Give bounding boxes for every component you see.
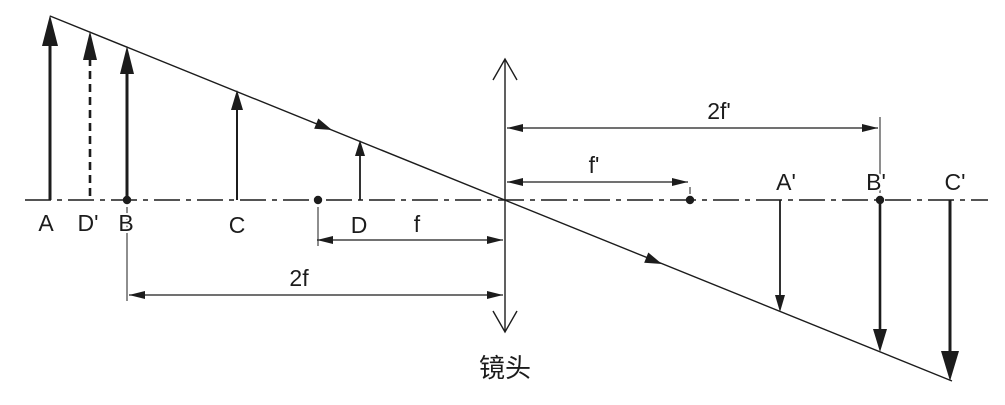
dimension-f-prime: f' [507, 150, 688, 186]
dimension-2f: 2f [129, 263, 503, 299]
arrowhead-icon [941, 351, 959, 381]
object-arrow-b [120, 46, 134, 200]
object-label-c: C [229, 212, 246, 238]
dimension-arrowhead-icon [672, 178, 688, 186]
image-label-b-prime: B' [866, 169, 886, 195]
lens-bottom-arrowhead-icon [492, 310, 518, 334]
axis-dot-front-focus [313, 195, 323, 205]
object-arrow-c [231, 90, 243, 200]
dimension-label-2f: 2f [289, 265, 309, 291]
dimension-label-f: f [414, 211, 421, 237]
lens-top-arrowhead-icon [492, 57, 518, 81]
dimension-arrowhead-icon [507, 124, 523, 132]
dimension-arrowhead-icon [487, 291, 503, 299]
object-label-a: A [38, 210, 54, 236]
image-arrow-a-prime [775, 200, 785, 312]
dimension-arrowhead-icon [507, 178, 523, 186]
image-label-c-prime: C' [944, 169, 965, 195]
image-arrow-b-prime [873, 200, 887, 352]
image-label-a-prime: A' [776, 169, 796, 195]
arrowhead-icon [83, 31, 97, 60]
ray-arrowhead-icon [314, 118, 332, 130]
arrowhead-icon [873, 329, 887, 352]
object-arrow-a [42, 15, 58, 200]
dimension-arrowhead-icon [317, 236, 333, 244]
object-label-d-prime: D' [77, 210, 98, 236]
object-arrow-d [355, 140, 365, 200]
ray-arrowhead-icon [644, 252, 662, 264]
arrowhead-icon [120, 46, 134, 74]
arrowhead-icon [42, 15, 58, 46]
arrowhead-icon [355, 140, 365, 156]
ray-line [49, 15, 953, 382]
arrowhead-icon [231, 90, 243, 110]
dimension-label-f-prime: f' [589, 152, 600, 178]
dimension-arrowhead-icon [487, 236, 503, 244]
dimension-label-2f-prime: 2f' [707, 98, 731, 124]
axis-dot-b [122, 195, 132, 205]
object-label-d: D [351, 212, 368, 238]
dimension-f: f [317, 209, 503, 244]
axis-dot-back-focus [685, 195, 695, 205]
object-arrow-d-prime [83, 31, 97, 200]
lens [492, 57, 518, 334]
dimension-2f-prime: 2f' [507, 96, 878, 132]
dimension-arrowhead-icon [129, 291, 145, 299]
dimension-arrowhead-icon [862, 124, 878, 132]
object-label-b: B [118, 210, 133, 236]
arrowhead-icon [775, 295, 785, 312]
axis-dot-b-prime [875, 195, 885, 205]
principal-ray [49, 15, 953, 382]
lens-caption: 镜头 [479, 353, 531, 383]
image-arrow-c-prime [941, 200, 959, 381]
